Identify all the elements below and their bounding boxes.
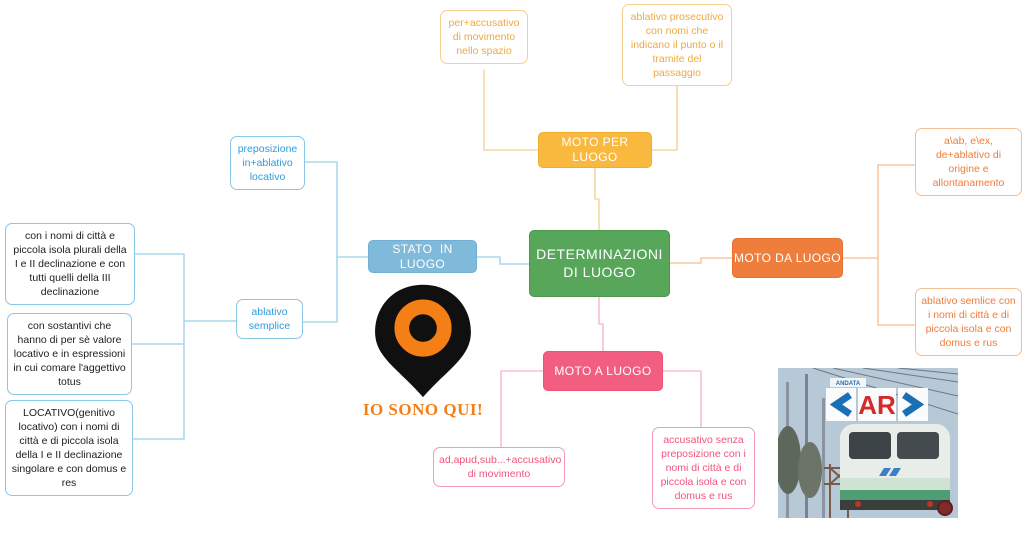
tail-light-right: [927, 501, 933, 507]
node-stato-in-luogo[interactable]: STATO IN LUOGO: [368, 240, 477, 273]
trees: [775, 426, 822, 498]
connectors-moto-da-luogo: [669, 164, 916, 326]
node-moto-da-luogo[interactable]: MOTO DA LUOGO: [732, 238, 843, 278]
location-pin-figure: IO SONO QUI!: [358, 281, 488, 420]
note-ad-apud-sub[interactable]: ad,apud,sub...+accusativo di movimento: [433, 447, 565, 488]
train-front: [840, 424, 950, 510]
note-accusativo-senza[interactable]: accusativo senza preposizione con i nomi…: [652, 427, 755, 510]
note-ablativo-semlice[interactable]: ablativo semlice con i nomi di città e d…: [915, 288, 1022, 357]
location-pin-icon: [375, 284, 471, 398]
node-moto-a-luogo[interactable]: MOTO A LUOGO: [543, 351, 663, 391]
ar-sign: ANDATA AR: [826, 378, 928, 421]
note-ab-ex-de-ablativo[interactable]: a\ab, e\ex, de+ablativo di origine e all…: [915, 128, 1022, 197]
note-ablativo-prosecutivo[interactable]: ablativo prosecutivo con nomi che indica…: [622, 4, 732, 87]
pin-caption: IO SONO QUI!: [362, 400, 484, 419]
photo-watermark-roundel: [937, 500, 953, 516]
fs-logo: [879, 468, 901, 476]
ar-sign-label: AR: [858, 390, 896, 420]
train-photo: ANDATA AR: [775, 367, 959, 518]
note-locativo-genitivo[interactable]: LOCATIVO(genitivo locativo) con i nomi d…: [5, 400, 133, 497]
note-sostantivi-locativo[interactable]: con sostantivi che hanno di per sè valor…: [7, 313, 132, 396]
note-per-accusativo[interactable]: per+accusativo di movimento nello spazio: [440, 10, 528, 65]
tail-light-left: [855, 501, 861, 507]
left-chevron-icon: [829, 392, 852, 417]
connectors-moto-per-luogo: [483, 69, 678, 231]
note-citta-plurali[interactable]: con i nomi di città e piccola isola plur…: [5, 223, 135, 306]
ar-sign-top-label: ANDATA: [836, 381, 861, 387]
node-determinazioni-di-luogo[interactable]: DETERMINAZIONI DI LUOGO: [529, 230, 670, 297]
note-preposizione-in-ablativo[interactable]: preposizione in+ablativo locativo: [230, 136, 305, 191]
node-moto-per-luogo[interactable]: MOTO PER LUOGO: [538, 132, 652, 168]
right-chevron-icon: [902, 392, 925, 417]
connectors-moto-a-luogo: [500, 296, 702, 448]
note-ablativo-semplice[interactable]: ablativo semplice: [236, 299, 303, 340]
connectors-stato-in-luogo: [131, 161, 530, 440]
train-photo-figure: ANDATA AR: [775, 367, 959, 523]
pin-ring: [394, 299, 452, 357]
